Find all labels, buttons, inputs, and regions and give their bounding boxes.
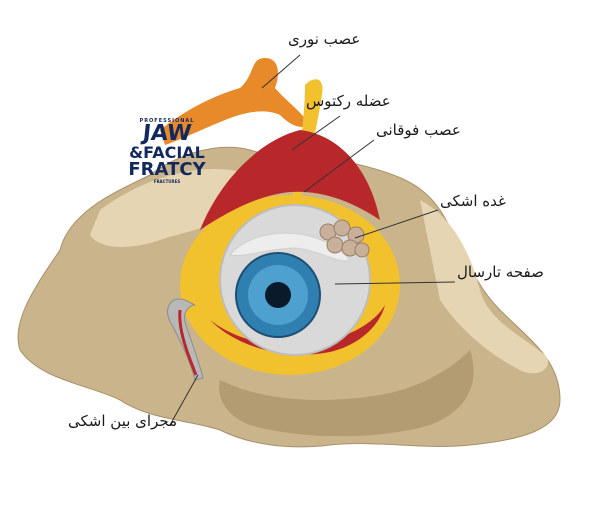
leader-rectus xyxy=(291,115,341,151)
leader-superior xyxy=(303,139,375,193)
lacrimal-gland xyxy=(319,219,370,258)
orbit-floor xyxy=(219,350,474,437)
leader-lacrimal xyxy=(354,209,439,239)
leader-nasolacrimal xyxy=(169,374,199,426)
label-nasolacrimal-duct: مجرای بین اشکی xyxy=(68,412,178,430)
orbit-rim-right xyxy=(420,200,549,374)
optic-nerve xyxy=(160,58,310,145)
pupil xyxy=(265,282,291,308)
logo-bottom-text: FRACTURES xyxy=(153,179,181,184)
logo-line-2: &FACIAL xyxy=(129,143,205,162)
nasolacrimal-duct-red xyxy=(178,309,198,376)
logo: PROFESSIONAL JAW &FACIAL FRATCY FRACTURE… xyxy=(128,118,206,198)
leader-tarsal xyxy=(334,281,456,285)
leader-optic xyxy=(261,54,301,89)
label-superior-nerve: عصب فوقانی xyxy=(376,121,461,139)
logo-line-3: FRATCY xyxy=(128,159,206,180)
orbit-bone-highlight xyxy=(90,169,254,247)
rectus-muscle-top xyxy=(200,130,380,230)
tarsal-plate xyxy=(229,232,351,262)
nasolacrimal-duct xyxy=(167,298,204,381)
logo-line-1: JAW xyxy=(141,121,193,146)
label-tarsal-plate: صفحه تارسال xyxy=(457,263,544,281)
logo-top-text: PROFESSIONAL xyxy=(139,118,195,124)
label-optic-nerve: عصب نوری xyxy=(288,30,361,48)
label-rectus-muscle: عضله رکتوس xyxy=(306,92,391,110)
label-lacrimal-gland: غده اشکی xyxy=(440,192,506,210)
